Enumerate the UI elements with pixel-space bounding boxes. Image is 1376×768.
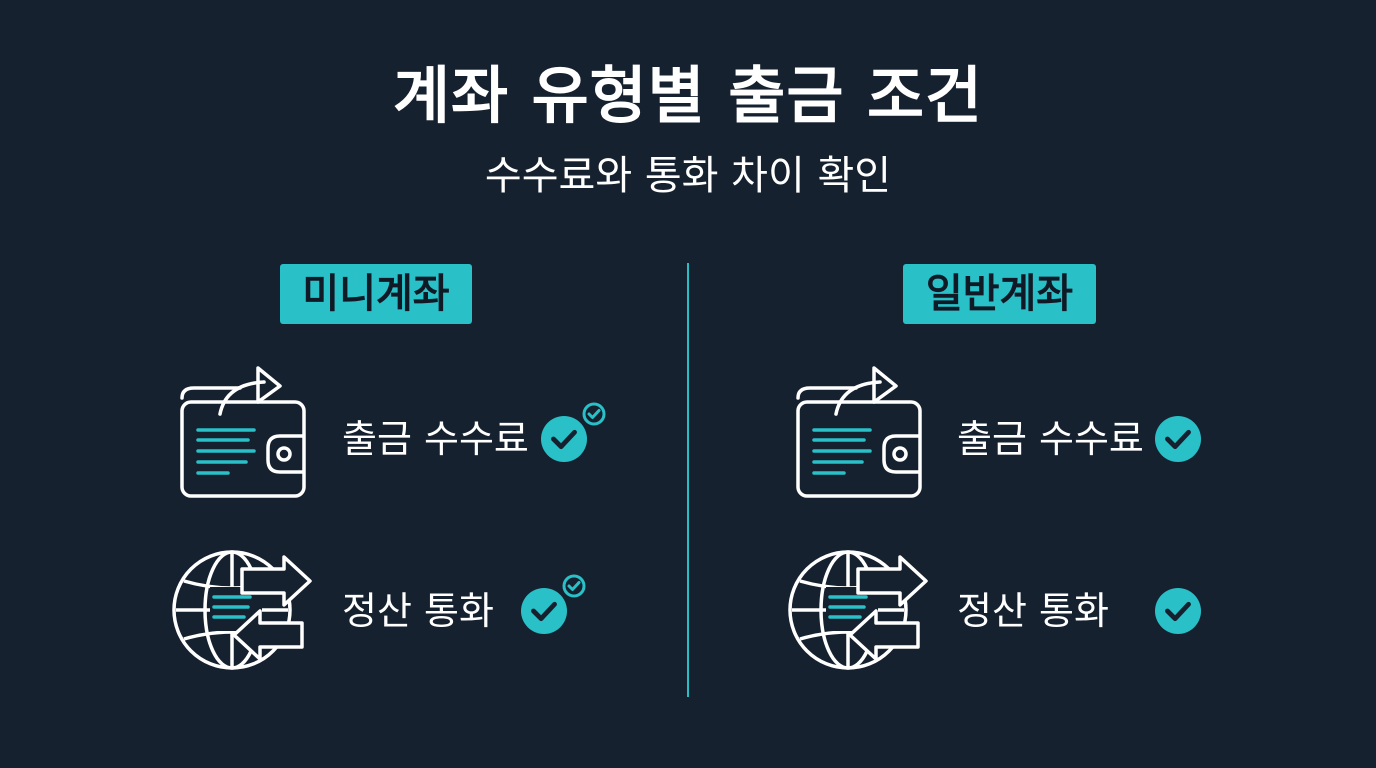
label-withdrawal-fee: 출금 수수료 [957,417,1144,461]
label-settlement-currency: 정산 통화 [342,589,494,633]
check-icon [521,588,567,634]
check-icon [541,416,587,462]
check-icon [1155,416,1201,462]
globe-exchange-icon [786,545,936,675]
globe-exchange-icon [170,545,320,675]
badge-mini-account: 미니계좌 [280,264,472,324]
wallet-icon [784,358,924,498]
check-icon [1155,588,1201,634]
page-subtitle: 수수료와 통화 차이 확인 [484,153,892,199]
small-check-icon [582,402,606,426]
small-check-icon [562,574,586,598]
badge-regular-account: 일반계좌 [903,264,1096,324]
column-divider [687,263,689,697]
wallet-icon [168,358,308,498]
page-title: 계좌 유형별 출금 조건 [392,59,984,132]
label-settlement-currency: 정산 통화 [957,589,1109,633]
label-withdrawal-fee: 출금 수수료 [342,417,529,461]
